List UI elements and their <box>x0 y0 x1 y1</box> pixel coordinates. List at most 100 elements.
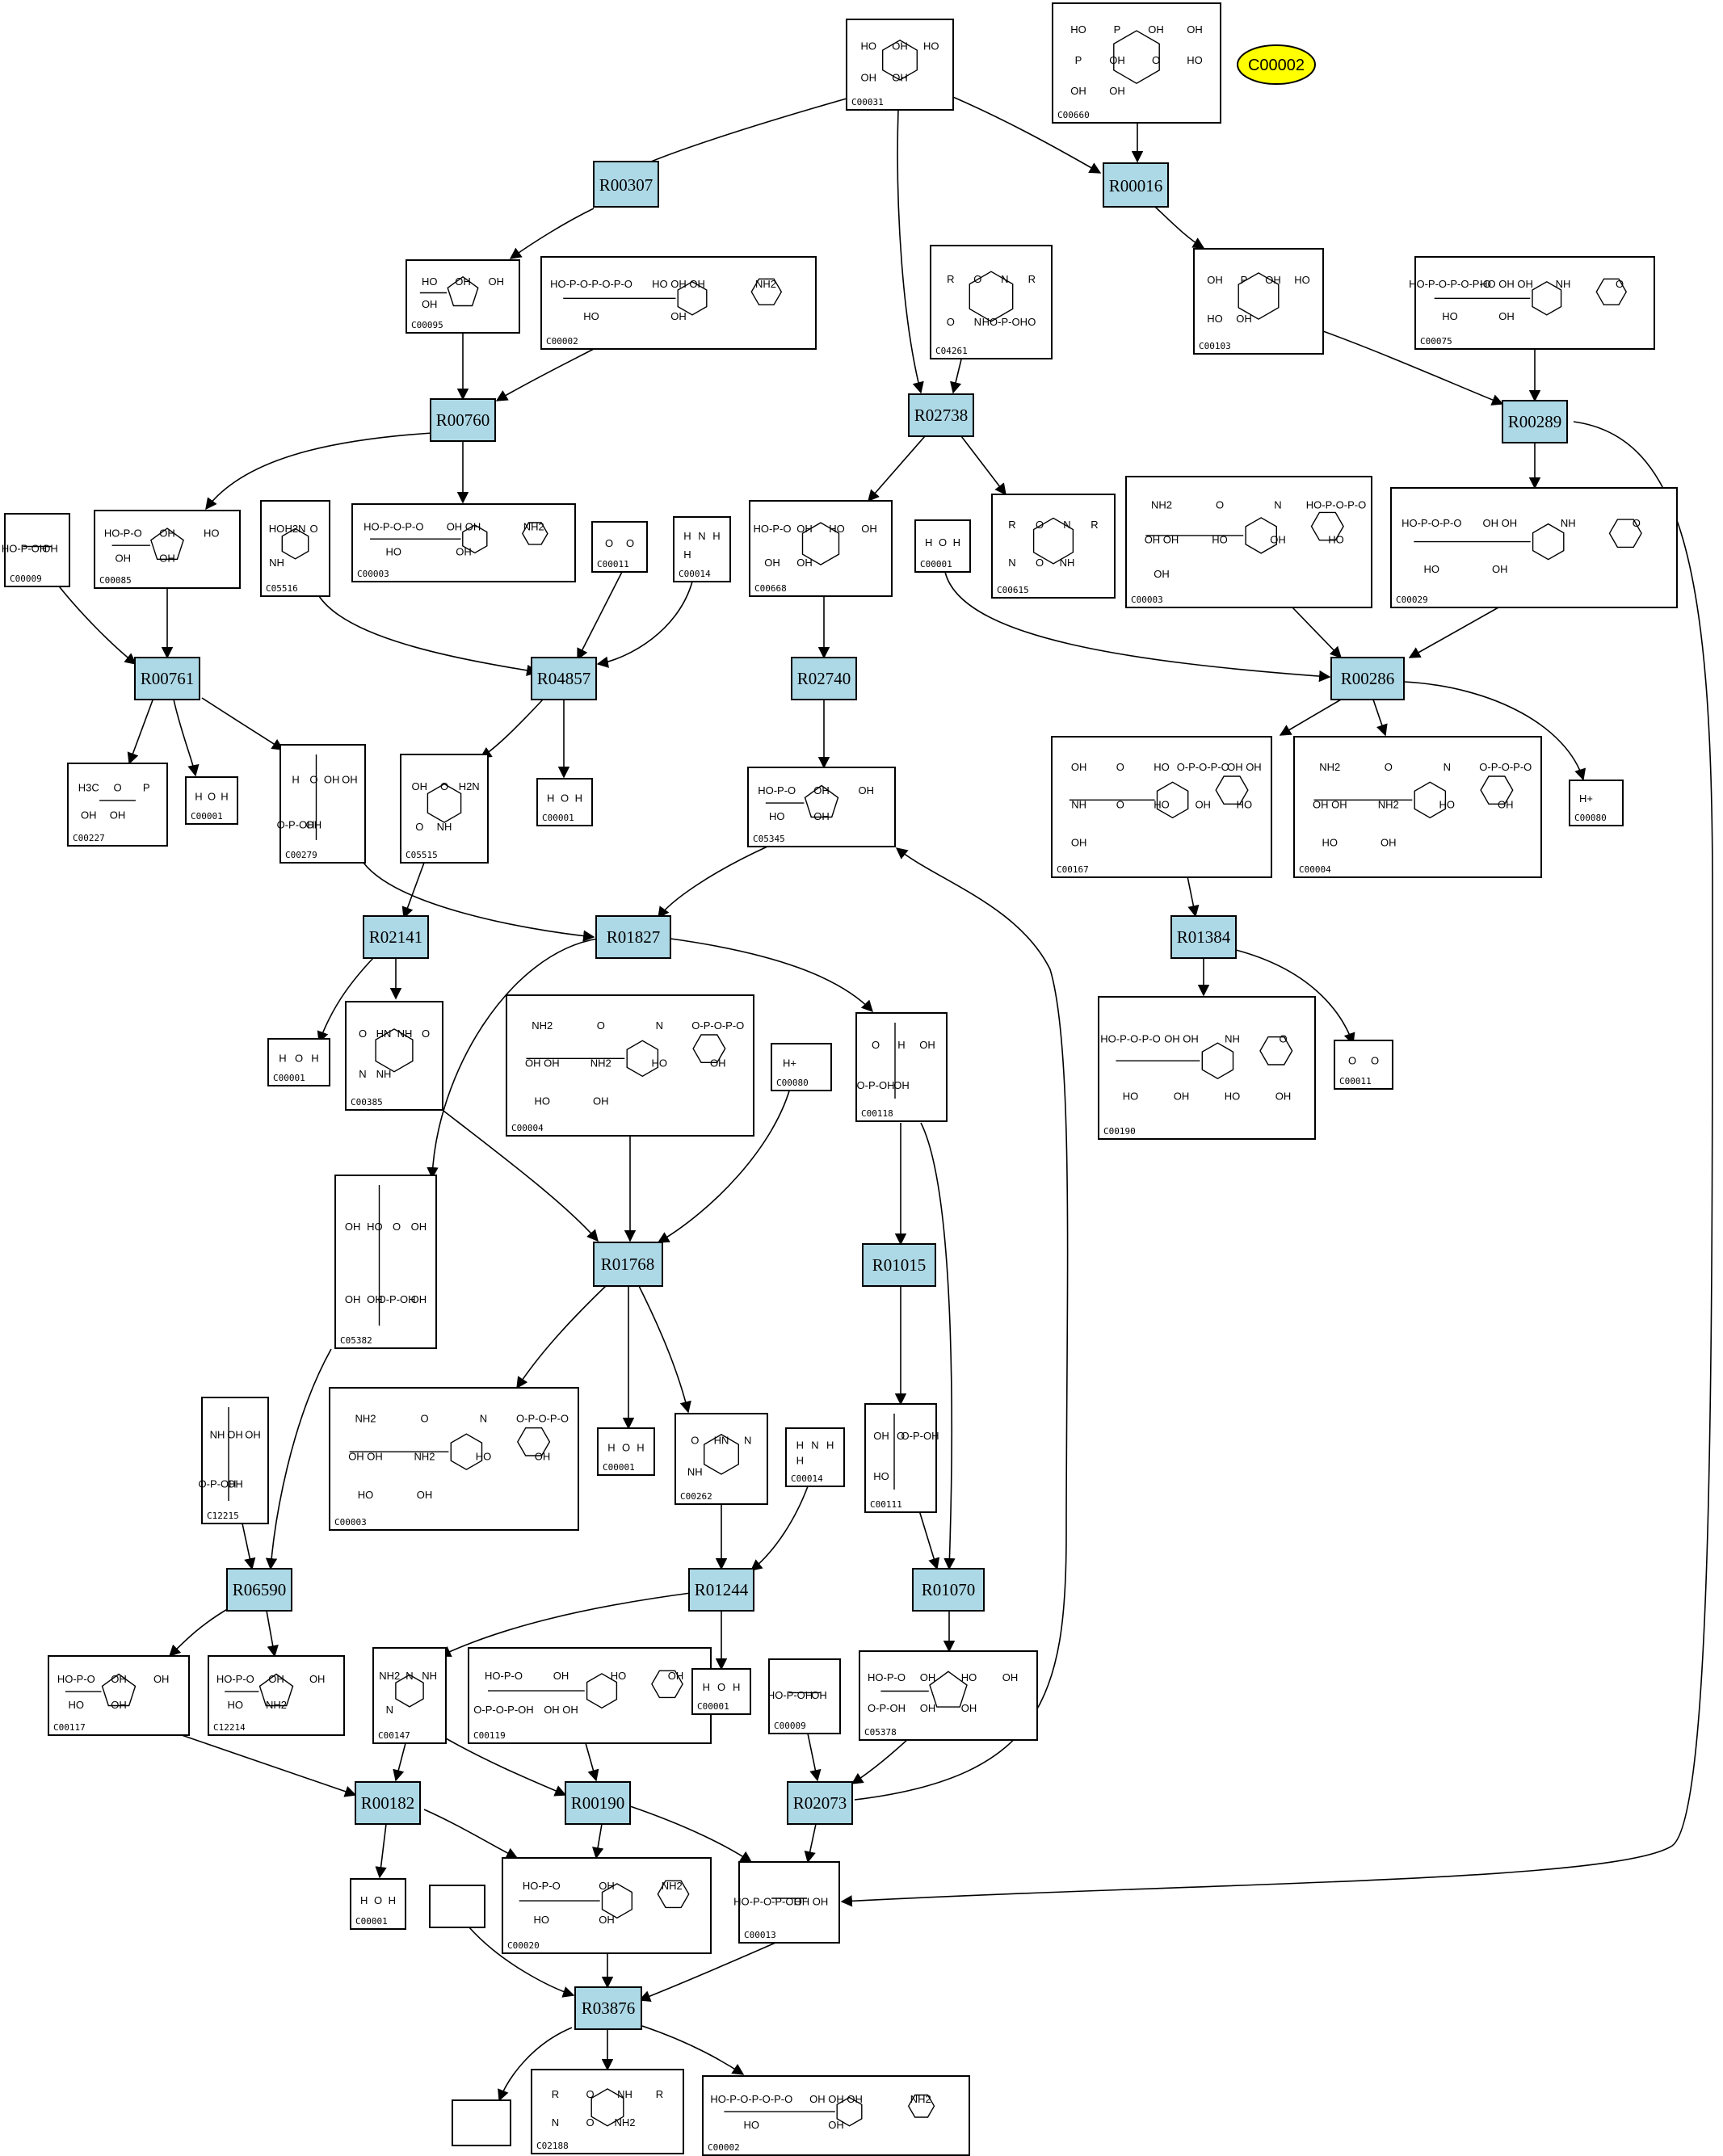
reaction-R01827[interactable]: R01827 <box>595 915 671 959</box>
atom-label: OH <box>342 774 358 786</box>
compound-box <box>279 744 366 864</box>
atom-label: HO <box>829 523 845 535</box>
reaction-R03876[interactable]: R03876 <box>574 1986 642 2030</box>
empty-node[interactable] <box>429 1885 485 1928</box>
atom-label: OH OH <box>544 1704 578 1716</box>
reaction-R00190[interactable]: R00190 <box>565 1781 631 1825</box>
reaction-R00286[interactable]: R00286 <box>1330 657 1405 700</box>
reaction-R00182[interactable]: R00182 <box>355 1781 421 1825</box>
atom-label: OH <box>1498 799 1514 811</box>
atom-label: HO <box>583 310 599 322</box>
reaction-R01070[interactable]: R01070 <box>912 1568 985 1612</box>
compound-box <box>1098 996 1316 1140</box>
reaction-R00307[interactable]: R00307 <box>593 161 659 208</box>
compound-box <box>329 1387 579 1531</box>
reaction-R01244[interactable]: R01244 <box>688 1568 754 1612</box>
reaction-R02073[interactable]: R02073 <box>787 1781 853 1825</box>
atom-label: OH <box>1498 310 1515 322</box>
reaction-R00761[interactable]: R00761 <box>134 657 200 700</box>
reaction-R02738[interactable]: R02738 <box>908 393 974 437</box>
empty-node[interactable] <box>452 2099 511 2146</box>
compound-id: C00002 <box>708 2142 740 2153</box>
reaction-R01384[interactable]: R01384 <box>1170 915 1237 959</box>
ring-bond <box>692 1034 726 1064</box>
compound-C00080[interactable]: H+C00080 <box>771 1043 832 1091</box>
compound-id: C12214 <box>213 1722 246 1733</box>
atom-label: N <box>811 1439 818 1451</box>
compound-C00080[interactable]: H+C00080 <box>1569 780 1624 826</box>
reaction-R00289[interactable]: R00289 <box>1502 400 1568 443</box>
reaction-R04857[interactable]: R04857 <box>531 657 597 700</box>
atom-label: H <box>547 792 554 804</box>
atom-label: OH <box>489 275 505 288</box>
highlight-node-C00002[interactable]: C00002 <box>1237 44 1316 85</box>
reaction-R00760[interactable]: R00760 <box>430 398 496 442</box>
reaction-R00016[interactable]: R00016 <box>1103 162 1169 208</box>
atom-label: N <box>386 1704 393 1716</box>
atom-label: HO <box>69 1699 85 1711</box>
compound-id: C00011 <box>597 559 629 569</box>
atom-label: OH <box>1236 313 1252 325</box>
reaction-R01768[interactable]: R01768 <box>593 1242 663 1287</box>
reaction-R02141[interactable]: R02141 <box>363 915 429 959</box>
atom-label: H <box>575 792 582 804</box>
atom-label: N <box>552 2116 559 2129</box>
atom-label: OH <box>81 809 97 821</box>
reaction-R06590[interactable]: R06590 <box>226 1568 292 1612</box>
reaction-R01015[interactable]: R01015 <box>862 1243 936 1287</box>
ring-bond <box>1245 517 1278 554</box>
reaction-R02740[interactable]: R02740 <box>791 657 857 700</box>
